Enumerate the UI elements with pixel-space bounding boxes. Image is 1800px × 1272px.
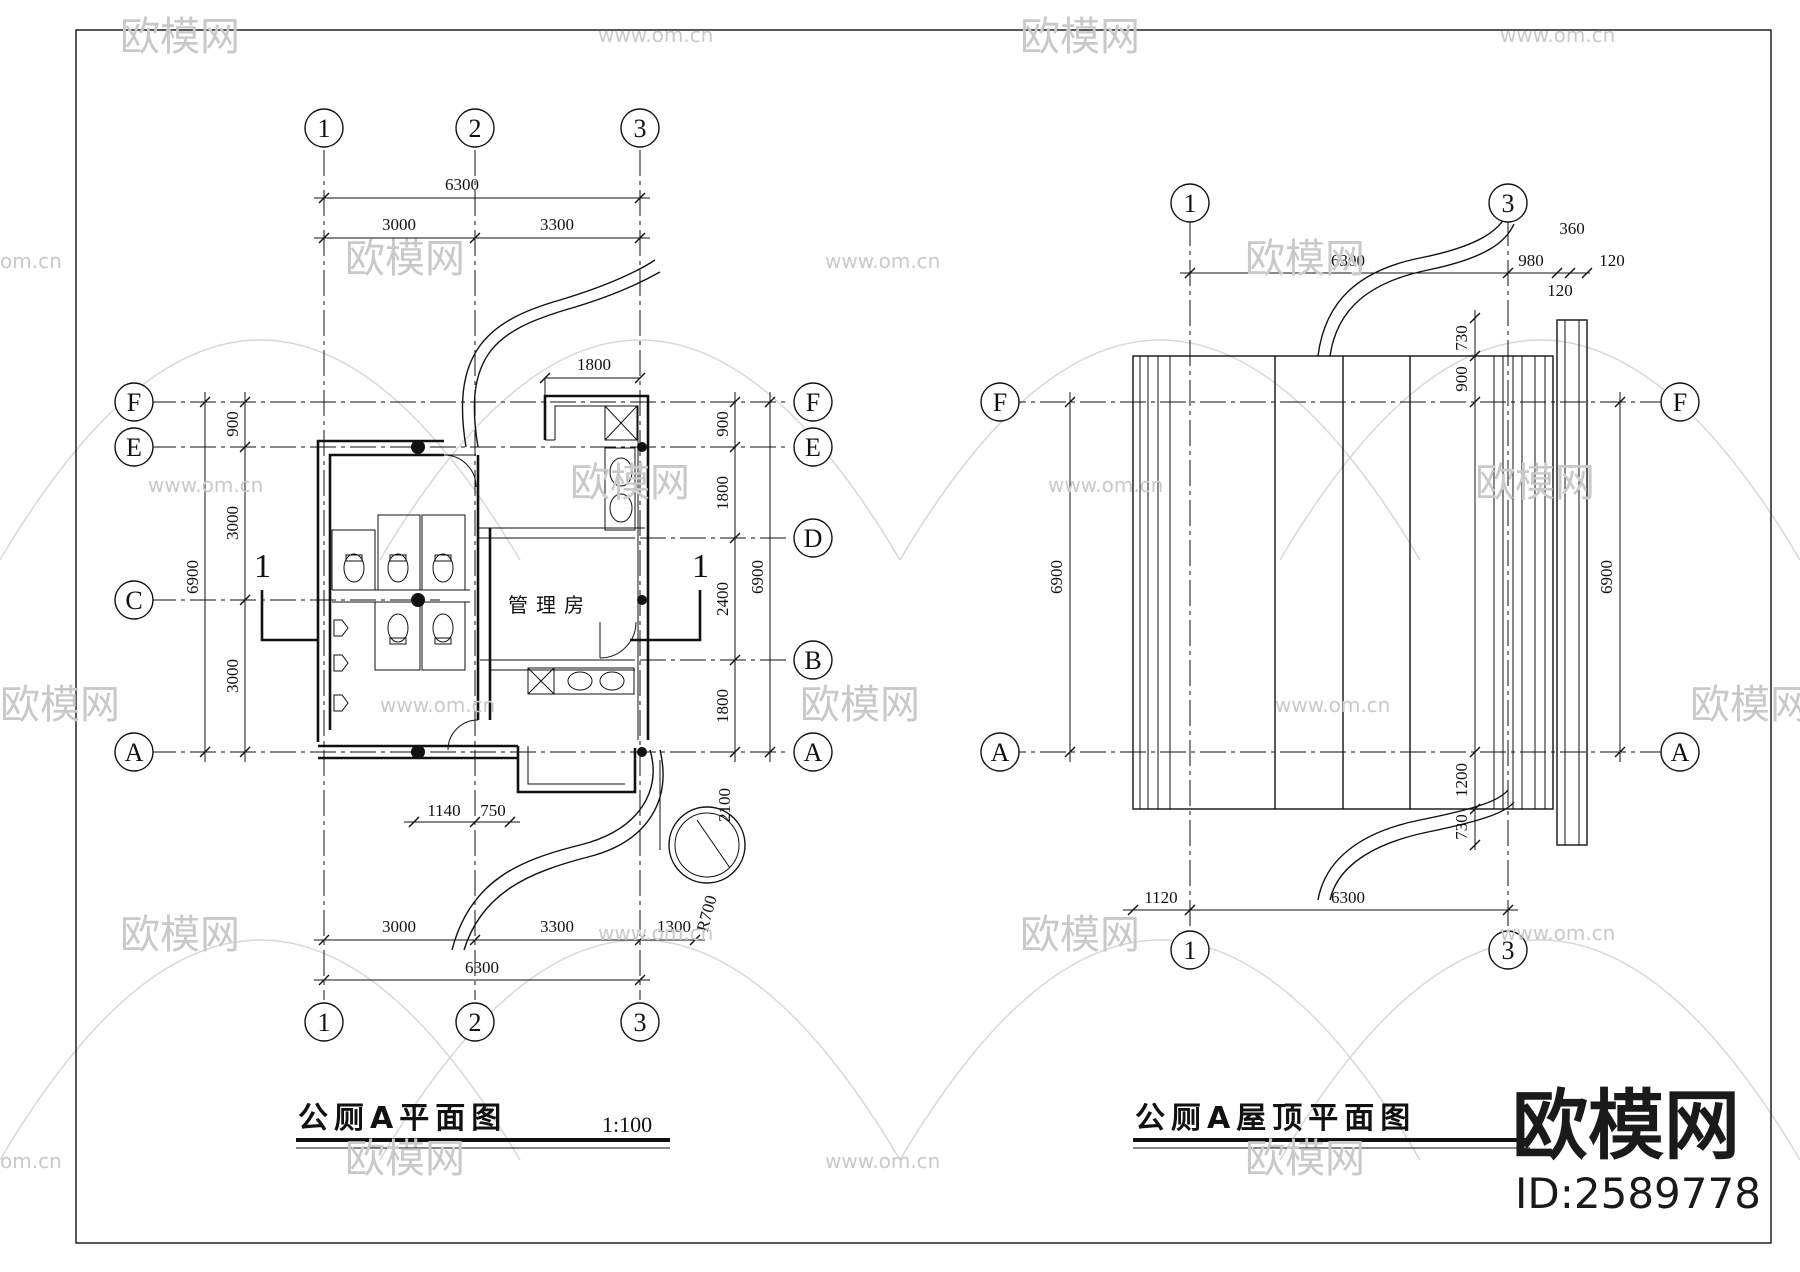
dim-plan-bottom-total: 6300 xyxy=(465,958,499,977)
plan-title: 公厕A平面图 xyxy=(298,1101,507,1136)
axis-roof-bottom-1: 1 xyxy=(1184,936,1197,965)
dim-roof-bottom-total: 6300 xyxy=(1331,888,1365,907)
watermark-brand: 欧模网 xyxy=(570,460,690,506)
drawing-frame xyxy=(75,29,1772,1244)
dim-roof-top-360: 360 xyxy=(1559,219,1585,238)
axis-plan-bottom-2: 2 xyxy=(469,1008,482,1037)
axis-plan-top-3: 3 xyxy=(634,114,647,143)
axis-plan-right-d: D xyxy=(804,524,823,553)
watermark-brand: 欧模网 xyxy=(800,682,920,728)
dim-plan-right-d: 1800 xyxy=(713,689,732,723)
dim-plan-right-a: 900 xyxy=(713,411,732,437)
watermark-brand: 欧模网 xyxy=(1245,1136,1365,1182)
axis-bubbles-plan: 1 2 3 1 2 3 F E C A F E D B A xyxy=(114,108,833,1042)
dim-plan-top-c: 1800 xyxy=(577,355,611,374)
axis-roof-left-a: A xyxy=(991,738,1010,767)
watermark-site: www.om.cn xyxy=(825,1149,940,1173)
axis-roof-top-1: 1 xyxy=(1184,189,1197,218)
dim-plan-bottom-c: 3000 xyxy=(382,917,416,936)
dim-plan-right-b: 1800 xyxy=(713,476,732,510)
axis-roof-bottom-3: 3 xyxy=(1502,936,1515,965)
dim-roof-bottom-1120: 1120 xyxy=(1144,888,1177,907)
room-label: 管理房 xyxy=(508,593,592,617)
axis-roof-right-f: F xyxy=(1673,388,1687,417)
dim-roof-top-120a: 120 xyxy=(1547,281,1573,300)
dim-roof-right-900: 900 xyxy=(1452,366,1471,392)
watermark-site: www.om.cn xyxy=(1500,921,1615,945)
axis-roof-top-3: 3 xyxy=(1502,189,1515,218)
watermark-brand: 欧模网 xyxy=(1245,236,1365,282)
toilet-stalls xyxy=(331,514,470,712)
watermark-brand: 欧模网 xyxy=(0,682,120,728)
watermark-site: www.om.cn xyxy=(598,23,713,47)
watermark-brand: 欧模网 xyxy=(1020,912,1140,958)
dim-plan-right-c: 2400 xyxy=(713,582,732,616)
dim-roof-top-120b: 120 xyxy=(1599,251,1625,270)
dim-roof-right-730b: 730 xyxy=(1452,814,1471,840)
watermarks: 欧模网 www.om.cn 欧模网 www.om.cn 欧模网 www.om.c… xyxy=(0,14,1800,1182)
axis-roof-left-f: F xyxy=(993,388,1007,417)
dim-plan-right-total: 6900 xyxy=(748,560,767,594)
axis-plan-right-a: A xyxy=(804,738,823,767)
dim-plan-bottom-a: 1140 xyxy=(427,801,460,820)
axis-plan-top-2: 2 xyxy=(469,114,482,143)
watermark-site: www.om.cn xyxy=(1048,473,1163,497)
axis-plan-left-f: F xyxy=(127,388,141,417)
axis-bubbles-roof: 1 3 1 3 F A F A xyxy=(980,183,1700,970)
dim-plan-left-c: 3000 xyxy=(223,659,242,693)
brand-id: ID:2589778 xyxy=(1515,1169,1761,1218)
watermark-brand: 欧模网 xyxy=(345,236,465,282)
watermark-brand: 欧模网 xyxy=(1020,14,1140,60)
brand-overlay: 欧模网 ID:2589778 xyxy=(1512,1081,1761,1218)
axis-plan-right-e: E xyxy=(805,433,821,462)
dim-plan-bottom-b: 750 xyxy=(480,801,506,820)
dim-plan-left-b: 3000 xyxy=(223,506,242,540)
floor-plan: 1 1 管理房 6300 3000 3300 1800 6900 900 300… xyxy=(114,108,833,1149)
watermark-site: www.om.cn xyxy=(825,249,940,273)
dim-roof-right-730a: 730 xyxy=(1452,325,1471,351)
dim-roof-left-total: 6900 xyxy=(1047,560,1066,594)
axis-plan-left-a: A xyxy=(125,738,144,767)
watermark-brand: 欧模网 xyxy=(345,1136,465,1182)
watermark-site: www.om.cn xyxy=(380,693,495,717)
watermark-brand: 欧模网 xyxy=(120,14,240,60)
axis-plan-top-1: 1 xyxy=(318,114,331,143)
axis-plan-right-f: F xyxy=(806,388,820,417)
section-mark-right: 1 xyxy=(692,548,709,585)
watermark-edge: om.cn xyxy=(0,1149,62,1173)
dim-plan-vert-2100: 2100 xyxy=(715,788,734,822)
watermark-site: www.om.cn xyxy=(148,473,263,497)
watermark-brand: 欧模网 xyxy=(120,912,240,958)
dim-plan-left-total: 6900 xyxy=(183,560,202,594)
axis-plan-bottom-3: 3 xyxy=(634,1008,647,1037)
dim-plan-bottom-d: 3300 xyxy=(540,917,574,936)
section-mark-left: 1 xyxy=(254,548,271,585)
dim-plan-bottom-e: 1300 xyxy=(657,917,691,936)
watermark-site: www.om.cn xyxy=(598,921,713,945)
watermark-brand: 欧模网 xyxy=(1690,682,1800,728)
watermark-brand: 欧模网 xyxy=(1475,460,1595,506)
roof-plan: 6300 980 360 120 120 6900 730 900 1200 7… xyxy=(980,183,1700,1149)
axis-roof-right-a: A xyxy=(1671,738,1690,767)
dim-plan-top-b: 3300 xyxy=(540,215,574,234)
watermark-site: www.om.cn xyxy=(1275,693,1390,717)
washbasins xyxy=(527,405,638,695)
dim-plan-top-a: 3000 xyxy=(382,215,416,234)
dim-roof-right-1200: 1200 xyxy=(1452,763,1471,797)
dim-roof-top-980: 980 xyxy=(1518,251,1544,270)
axis-plan-right-b: B xyxy=(804,646,821,675)
dim-roof-right-total: 6900 xyxy=(1597,560,1616,594)
dim-plan-left-a: 900 xyxy=(223,411,242,437)
axis-plan-left-c: C xyxy=(125,586,142,615)
dim-roof-top-total: 6300 xyxy=(1331,251,1365,270)
axis-plan-bottom-1: 1 xyxy=(318,1008,331,1037)
brand-logo: 欧模网 xyxy=(1512,1081,1740,1170)
plan-scale: 1:100 xyxy=(602,1112,652,1137)
watermark-edge: om.cn xyxy=(0,249,62,273)
axis-plan-left-e: E xyxy=(126,433,142,462)
dim-plan-top-total: 6300 xyxy=(445,175,479,194)
watermark-site: www.om.cn xyxy=(1500,23,1615,47)
roof-title: 公厕A屋顶平面图 xyxy=(1135,1101,1416,1136)
